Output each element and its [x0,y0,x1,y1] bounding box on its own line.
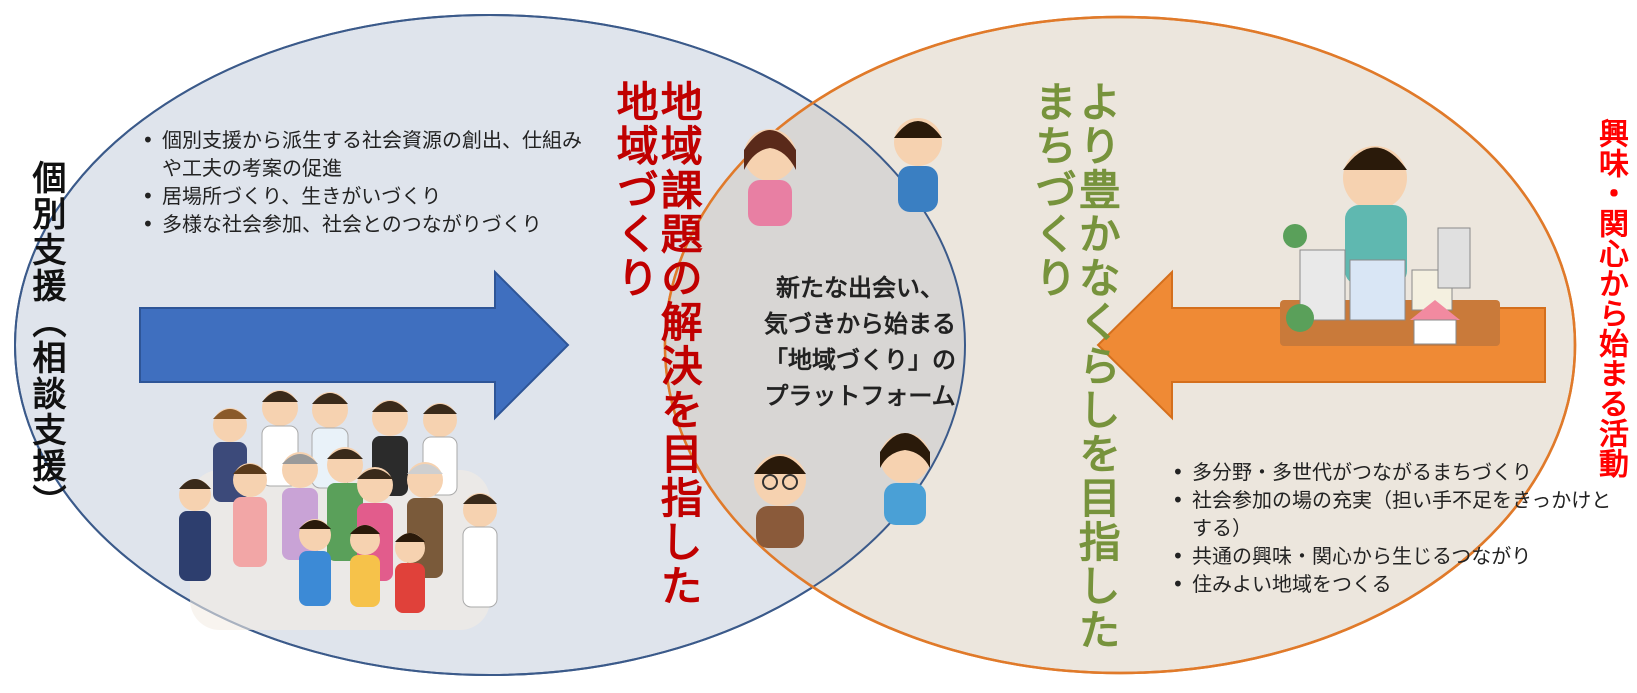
list-item: 居場所づくり、生きがいづくり [142,182,582,210]
title-line: まちづくり [1028,80,1078,300]
caption-line: プラットフォーム [764,382,956,410]
platform-caption: 新たな出会い、 気づきから始まる 「地域づくり」の プラットフォーム [740,270,980,414]
individual-support-label: 個別支援（相談支援） [26,160,66,520]
list-item: 個別支援から派生する社会資源の創出、仕組みや工夫の考案の促進 [142,126,582,182]
right-bullet-list: 多分野・多世代がつながるまちづくり 社会参加の場の充実（担い手不足をきっかけとす… [1170,458,1612,598]
list-item: 多様な社会参加、社会とのつながりづくり [142,210,582,238]
caption-line: 気づきから始まる [764,310,956,338]
woman-thinking-2-icon [880,433,930,525]
town-development-title: より豊かなくらしを目指した まちづくり [1028,80,1122,693]
town-model-illustration [1280,146,1500,346]
title-line: より豊かなくらしを目指した [1072,80,1122,652]
caption-line: 新たな出会い、 [776,274,944,302]
woman-thinking-icon [744,129,796,226]
list-item: 社会参加の場の充実（担い手不足をきっかけとする） [1172,486,1612,542]
list-item: 多分野・多世代がつながるまちづくり [1172,458,1612,486]
community-issue-title: 地域課題の解決を目指した 地域づくり [610,80,704,608]
left-arrow [139,269,570,421]
title-line: 地域課題の解決を目指した [654,80,704,608]
interest-activity-label: 興味・関心から始まる活動 [1593,118,1628,478]
list-item: 住みよい地域をつくる [1172,570,1612,598]
left-bullet-list: 個別支援から派生する社会資源の創出、仕組みや工夫の考案の促進 居場所づくり、生き… [140,126,582,238]
caption-line: 「地域づくり」の [764,346,956,374]
people-group-illustration [179,390,498,630]
man-glasses-thinking-icon [754,454,806,548]
list-item: 共通の興味・関心から生じるつながり [1172,542,1612,570]
title-line: 地域づくり [610,80,660,300]
man-thinking-icon [894,118,942,212]
